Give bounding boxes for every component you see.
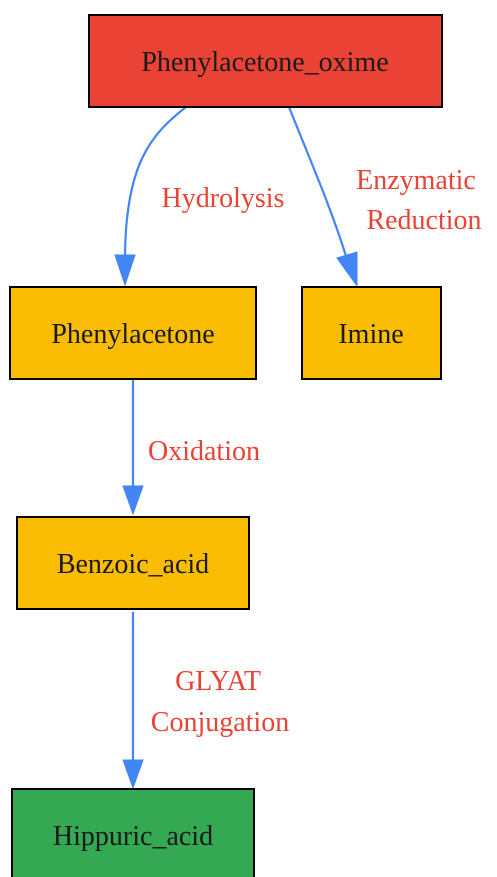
edge-hydrolysis-arrowhead xyxy=(114,254,136,287)
node-benzoic-acid-label: Benzoic_acid xyxy=(57,549,209,580)
edge-oxidation-label: Oxidation xyxy=(148,436,260,467)
node-hippuric-acid-box xyxy=(11,788,255,877)
node-benzoic-acid: Benzoic_acid xyxy=(16,516,250,610)
node-imine-label: Imine xyxy=(338,319,403,350)
edge-hydrolysis-line xyxy=(123,106,187,256)
node-phenylacetone-box xyxy=(9,286,257,380)
edge-hydrolysis: Hydrolysis xyxy=(114,106,285,287)
node-phenylacetone-oxime: Phenylacetone_oxime xyxy=(88,14,443,108)
edge-oxidation-arrowhead xyxy=(122,485,144,516)
edge-enzymatic-reduction-arrowhead xyxy=(336,251,358,288)
node-hippuric-acid: Hippuric_acid xyxy=(11,788,255,877)
edge-enzymatic-reduction-label-line1: Enzymatic xyxy=(356,165,476,196)
edge-enzymatic-reduction-line xyxy=(287,106,348,257)
node-phenylacetone-label: Phenylacetone xyxy=(51,319,214,350)
edge-enzymatic-reduction: Enzymatic Reduction xyxy=(287,106,482,288)
edge-enzymatic-reduction-label-line2: Reduction xyxy=(366,205,481,236)
node-phenylacetone-oxime-label: Phenylacetone_oxime xyxy=(141,47,388,78)
edge-glyat-conjugation-label-line2: Conjugation xyxy=(151,707,289,738)
node-imine: Imine xyxy=(301,286,442,380)
node-benzoic-acid-box xyxy=(16,516,250,610)
edge-glyat-conjugation-arrowhead xyxy=(122,759,144,790)
edge-glyat-conjugation-label-line1: GLYAT xyxy=(175,666,261,697)
edge-hydrolysis-label: Hydrolysis xyxy=(162,183,285,214)
edge-glyat-conjugation: GLYAT Conjugation xyxy=(122,612,289,790)
node-phenylacetone: Phenylacetone xyxy=(9,286,257,380)
node-imine-box xyxy=(301,286,442,380)
node-phenylacetone-oxime-box xyxy=(88,14,443,108)
node-hippuric-acid-label: Hippuric_acid xyxy=(53,821,213,852)
edge-oxidation: Oxidation xyxy=(122,380,260,516)
